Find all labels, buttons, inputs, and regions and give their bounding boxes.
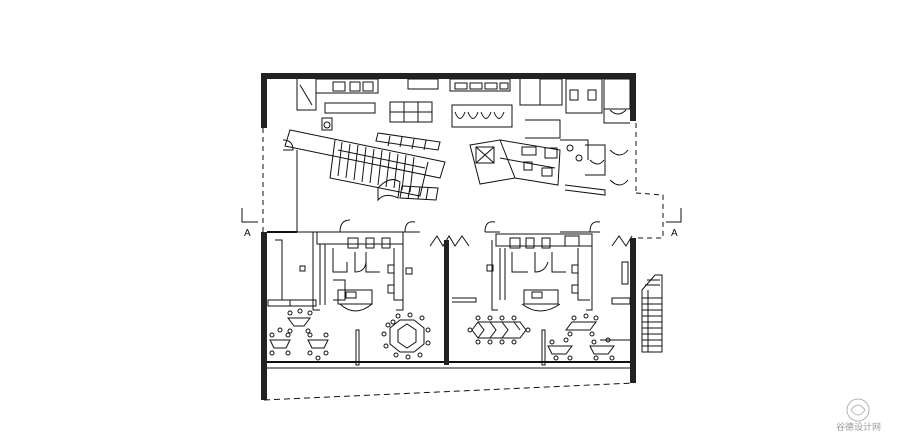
external-stair: [641, 274, 663, 353]
central-kitchen: [469, 119, 629, 196]
wet-core-1: [312, 231, 413, 312]
watermark-text: 谷德设计网: [836, 421, 881, 433]
folding-partition-1: [429, 235, 470, 247]
outer-walls: [261, 73, 664, 401]
room-dividers: [444, 240, 546, 366]
section-line-left: [241, 208, 258, 223]
locker-block: [324, 101, 513, 128]
section-mark-right: A: [671, 228, 678, 239]
group-room-right: [600, 261, 631, 341]
table-cluster-room3: [467, 315, 531, 345]
table-cluster-room1: [269, 308, 329, 361]
section-line-right: [666, 208, 682, 223]
group-room-1: [267, 231, 630, 369]
door-swings: [339, 219, 601, 233]
upper-service-rooms: [315, 78, 631, 124]
wet-core-2: [486, 233, 593, 312]
table-cluster-room4: [547, 313, 615, 361]
folding-partition-2: [611, 235, 633, 247]
entrance-door-left: [282, 139, 298, 232]
wc-upper-left: [296, 79, 333, 131]
section-mark-left: A: [244, 228, 251, 239]
watermark-logo: 谷德设计网: [836, 398, 881, 433]
table-cluster-room2-hex: [381, 312, 431, 360]
main-staircase: [284, 129, 446, 202]
